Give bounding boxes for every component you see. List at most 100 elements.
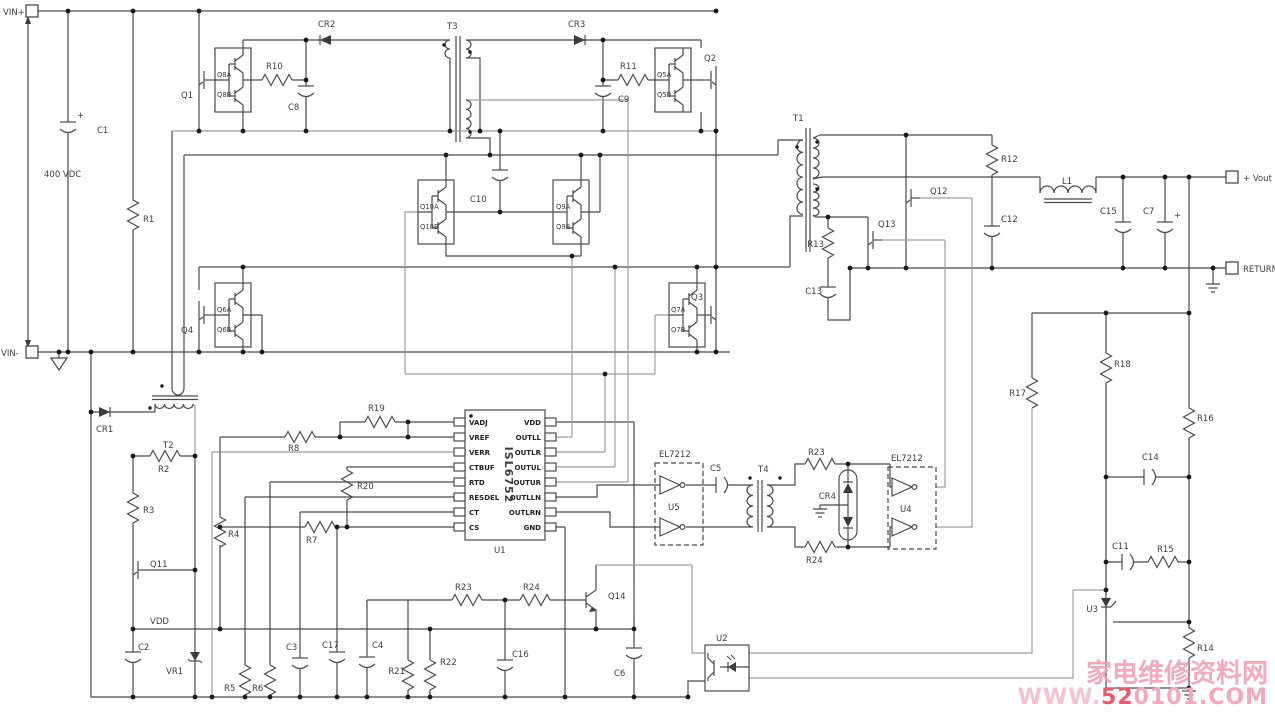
resistor-R20 <box>340 469 354 501</box>
capacitor-C7 <box>1156 221 1174 234</box>
label-C13: C13 <box>805 287 822 297</box>
capacitor-C1 <box>59 121 77 134</box>
inductor-L1-icon <box>1039 185 1097 194</box>
label-Q5A: Q5A <box>657 71 672 79</box>
u4-refdes: U4 <box>900 505 912 515</box>
diode-CR1-icon <box>98 406 111 418</box>
label-Q7B: Q7B <box>671 326 686 334</box>
resistor-R2 <box>149 449 181 463</box>
capacitor-C16 <box>496 659 514 672</box>
capacitor-C5 <box>715 476 729 494</box>
label-Q9B: Q9B <box>556 223 571 231</box>
u5-inverter-2-icon <box>659 517 686 537</box>
vin-minus-terminal <box>25 345 39 359</box>
resistor-R15 <box>1147 555 1179 569</box>
c7-polarity: + <box>1174 211 1181 221</box>
u1-pin-ct: CT <box>469 509 479 517</box>
label-Q8A: Q8A <box>217 71 232 79</box>
label-R2: R2 <box>158 465 169 475</box>
resistor-R23-a <box>804 457 836 471</box>
label-R10: R10 <box>266 62 283 72</box>
label-Q6B: Q6B <box>217 326 232 334</box>
vin-plus-label: VIN+ <box>3 8 25 18</box>
label-CR2: CR2 <box>318 20 335 30</box>
resistor-R8 <box>284 430 316 444</box>
label-Q10B: Q10B <box>420 223 439 231</box>
resistor-R22 <box>423 659 437 691</box>
label-R1: R1 <box>143 215 154 225</box>
u1-pin-gnd: GND <box>524 524 542 532</box>
label-Q13: Q13 <box>878 220 896 230</box>
u5-inverter-1-icon <box>659 475 686 495</box>
u1-pin-vref: VREF <box>469 434 490 442</box>
resistor-R11 <box>617 73 649 87</box>
label-U2: U2 <box>716 634 728 644</box>
label-R12: R12 <box>1001 155 1018 165</box>
label-R24-a: R24 <box>806 556 823 566</box>
label-CR4: CR4 <box>819 492 836 502</box>
label-U3: U3 <box>1086 605 1098 615</box>
resistor-R23-b <box>451 593 483 607</box>
resistor-R14 <box>1182 627 1196 659</box>
label-Q2: Q2 <box>704 54 716 64</box>
zener-VR1-icon <box>187 652 203 664</box>
u1-refdes: U1 <box>494 546 506 556</box>
capacitors <box>59 85 1174 672</box>
mosfet-Q12-icon <box>905 183 921 213</box>
label-R5: R5 <box>224 684 235 694</box>
resistor-R12 <box>985 144 999 176</box>
bjt-pair-Q10-icon <box>417 179 455 245</box>
vin-plus-terminal <box>25 4 39 18</box>
label-R3: R3 <box>143 506 154 516</box>
resistor-R24-a <box>804 540 836 554</box>
label-C15: C15 <box>1100 207 1117 217</box>
u1-pin-boxes <box>453 417 557 532</box>
diode-CR2-icon <box>319 34 332 46</box>
resistor-R10 <box>261 73 293 87</box>
label-R11: R11 <box>620 62 637 72</box>
mosfet-Q2-icon <box>701 65 717 95</box>
driver-U4: EL7212 U4 <box>887 454 937 550</box>
label-R15: R15 <box>1157 545 1174 555</box>
return-terminal <box>1225 261 1239 275</box>
label-Q4: Q4 <box>181 326 193 336</box>
capacitor-C11 <box>1121 553 1135 571</box>
mosfet-Q1-icon <box>198 65 214 95</box>
chassis-ground-icon <box>49 357 69 372</box>
label-Q12: Q12 <box>930 187 948 197</box>
label-R18: R18 <box>1114 360 1131 370</box>
vout-label: + Vout <box>1243 174 1273 184</box>
label-R14: R14 <box>1197 644 1214 654</box>
label-C1: C1 <box>97 126 108 136</box>
return-label: RETURN <box>1243 265 1275 275</box>
u1-part-number: ISL6752 <box>502 447 515 504</box>
transistor-Q14-icon <box>589 607 596 612</box>
label-C11: C11 <box>1112 542 1129 552</box>
u5-part-number: EL7212 <box>659 450 691 460</box>
u1-pin-vdd: VDD <box>524 419 541 427</box>
label-C6: C6 <box>614 669 625 679</box>
transformer-T3-windings <box>444 39 472 139</box>
label-C9: C9 <box>618 95 629 105</box>
vout-terminal <box>1225 170 1239 184</box>
label-R21: R21 <box>388 667 405 677</box>
cr4-ground-icon <box>812 508 828 518</box>
transformer-T2-windings <box>154 403 194 410</box>
label-C8: C8 <box>288 103 299 113</box>
label-Q7A: Q7A <box>671 306 686 314</box>
capacitor-C15 <box>1114 221 1132 234</box>
label-Q8B: Q8B <box>217 91 232 99</box>
label-Q6A: Q6A <box>217 306 232 314</box>
capacitor-C10 <box>491 169 509 182</box>
transformer-T4-windings <box>746 480 774 532</box>
u1-pin-outll: OUTLL <box>516 434 542 442</box>
label-T2: T2 <box>162 441 174 451</box>
resistor-R7 <box>304 520 336 534</box>
label-R7: R7 <box>306 536 317 546</box>
u1-pin-outlrn: OUTLRN <box>509 509 541 517</box>
u1-pin-outur: OUTUR <box>514 479 542 487</box>
label-R22: R22 <box>440 658 457 668</box>
u4-part-number: EL7212 <box>891 454 923 464</box>
capacitor-C14 <box>1143 468 1157 486</box>
u1-pin-verr: VERR <box>469 449 491 457</box>
